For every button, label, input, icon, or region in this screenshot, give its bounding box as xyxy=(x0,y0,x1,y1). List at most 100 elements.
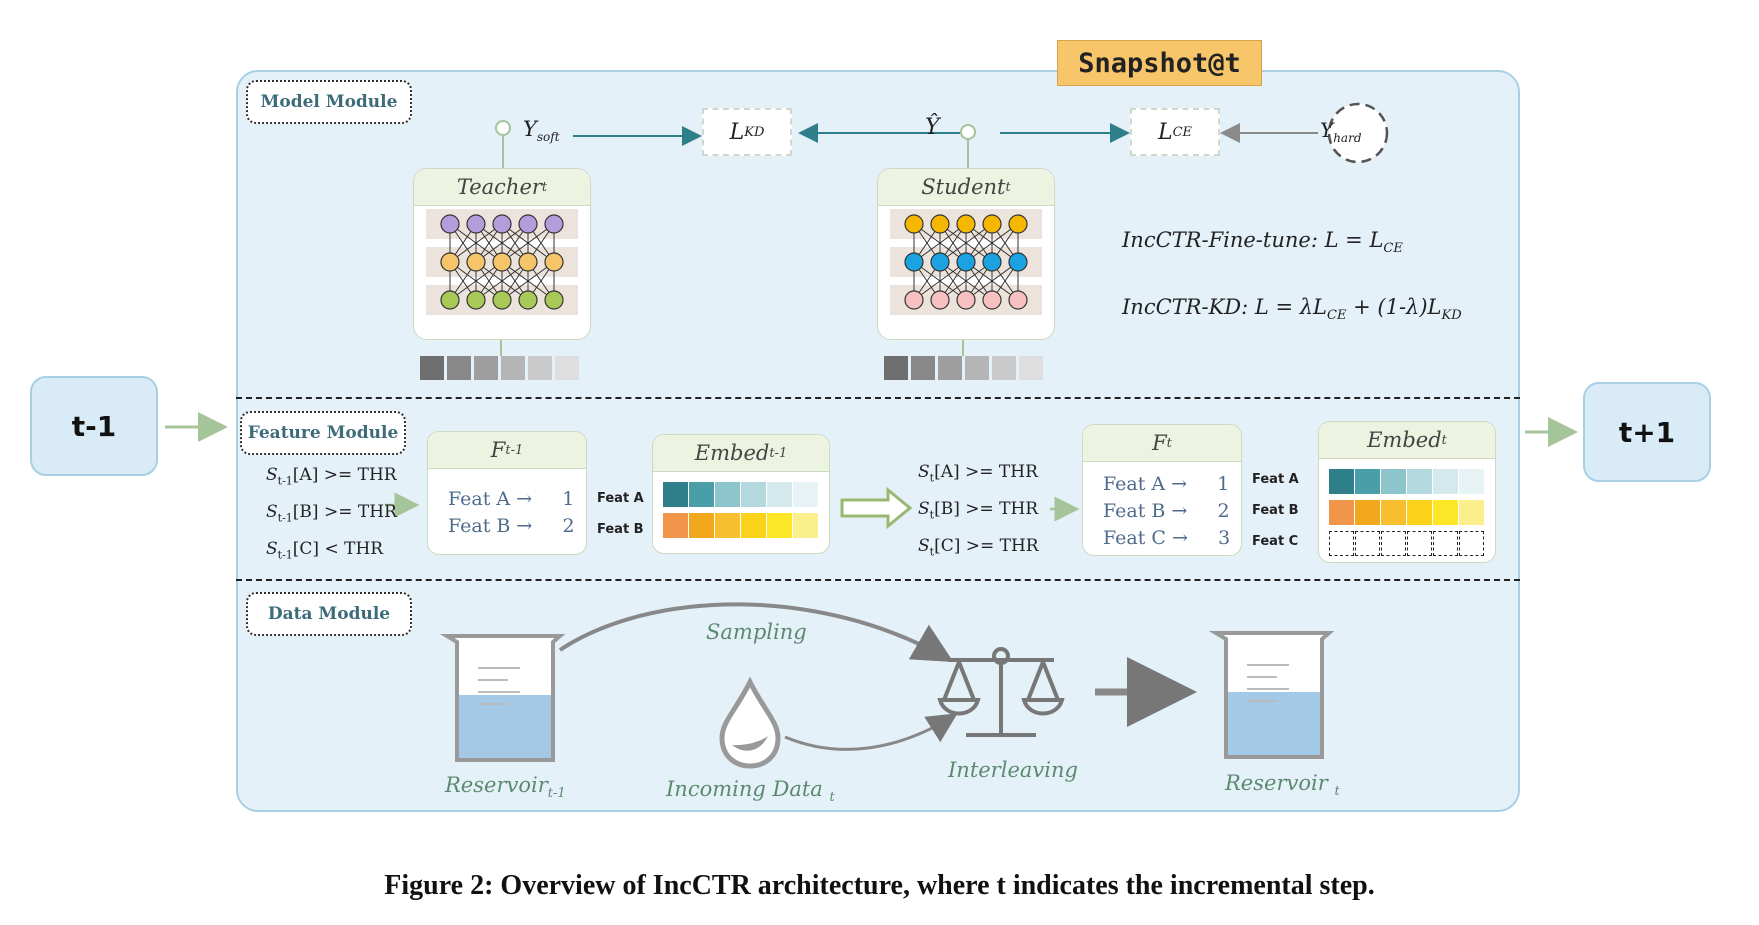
prev-embed-cell xyxy=(689,513,714,538)
teacher-neuron xyxy=(544,214,564,234)
prev-threshold-a: St-1[A] >= THR xyxy=(266,465,397,488)
student-input-cell xyxy=(938,356,962,380)
interleave-arrow xyxy=(784,713,958,751)
teacher-neuron xyxy=(518,252,538,272)
cur-threshold-c: St[C] >= THR xyxy=(918,536,1039,559)
prev-embed-cell xyxy=(715,482,740,507)
cur-embed-cell xyxy=(1381,500,1406,525)
cur-embed-cell xyxy=(1407,531,1432,556)
student-neuron xyxy=(956,290,976,310)
reservoir-prev-label: Reservoirt-1 xyxy=(445,773,566,802)
embed-cur-row-label-c: Feat C xyxy=(1252,534,1299,549)
y-hard-label: Yhard xyxy=(1320,118,1362,145)
student-input-stem xyxy=(962,340,964,356)
interleaving-scale-icon xyxy=(937,647,1065,737)
student-neuron xyxy=(904,214,924,234)
module-divider-top xyxy=(236,397,1520,399)
student-connection xyxy=(965,223,1019,263)
student-neuron xyxy=(1008,290,1028,310)
cur-embed-cell xyxy=(1355,469,1380,494)
f-cur-row-a: Feat A → 1 xyxy=(1103,473,1230,495)
student-input-cell xyxy=(965,356,989,380)
cur-embed-cell xyxy=(1381,531,1406,556)
cur-threshold-b: St[B] >= THR xyxy=(918,499,1039,522)
cur-embed-cell xyxy=(1433,469,1458,494)
student-connection xyxy=(939,261,993,301)
cur-embed-cell xyxy=(1329,531,1354,556)
cur-threshold-list: St[A] >= THR St[B] >= THR St[C] >= THR xyxy=(918,462,1039,573)
figure-caption: Figure 2: Overview of IncCTR architectur… xyxy=(384,870,1375,901)
cur-embed-cell xyxy=(1407,500,1432,525)
embed-cur-row-label-b: Feat B xyxy=(1252,503,1299,518)
module-divider-bottom xyxy=(236,579,1520,581)
embed-prev-row-label-b: Feat B xyxy=(597,522,644,537)
student-neuron xyxy=(982,214,1002,234)
prev-embed-cell xyxy=(767,482,792,507)
student-nn-graphic xyxy=(890,209,1042,315)
student-input-cell xyxy=(992,356,1016,380)
student-neuron xyxy=(1008,252,1028,272)
cur-embed-cell xyxy=(1407,469,1432,494)
cur-embed-cell xyxy=(1433,531,1458,556)
student-neuron xyxy=(904,290,924,310)
y-soft-label: Ysoft xyxy=(523,117,560,145)
teacher-input-cell xyxy=(555,356,579,380)
prev-embed-cell xyxy=(663,513,688,538)
prev-threshold-list: St-1[A] >= THR St-1[B] >= THR St-1[C] < … xyxy=(266,465,397,576)
prev-embed-cell xyxy=(793,482,818,507)
teacher-input-stem xyxy=(500,340,502,356)
reservoir-cur-label: Reservoir t xyxy=(1225,771,1340,800)
teacher-neuron xyxy=(440,290,460,310)
student-neuron xyxy=(930,252,950,272)
prev-embed-cell xyxy=(689,482,714,507)
teacher-neuron xyxy=(492,290,512,310)
cur-embed-cell xyxy=(1459,469,1484,494)
y-hat-label: Ŷ xyxy=(925,115,940,140)
teacher-nn-graphic xyxy=(426,209,578,315)
teacher-input-cell xyxy=(501,356,525,380)
teacher-connection xyxy=(501,261,555,301)
incoming-data-label: Incoming Data t xyxy=(666,777,835,806)
cur-embed-cell xyxy=(1329,469,1354,494)
student-connection xyxy=(939,223,993,263)
snapshot-tab: Snapshot@t xyxy=(1057,40,1262,86)
student-input-cell xyxy=(1019,356,1043,380)
student-connection xyxy=(913,261,967,301)
student-neuron xyxy=(956,214,976,234)
cur-embed-cell xyxy=(1459,500,1484,525)
reservoir-cur-beaker-icon xyxy=(1208,631,1335,759)
cur-embed-cell xyxy=(1329,500,1354,525)
cur-embed-cell xyxy=(1355,500,1380,525)
formula-kd: IncCTR-KD: L = λLCE + (1-λ)LKD xyxy=(1122,295,1462,324)
cur-embed-cell xyxy=(1381,469,1406,494)
f-prev-row-a: Feat A → 1 xyxy=(448,488,575,510)
student-output-node xyxy=(960,124,976,140)
feature-transition-arrow xyxy=(840,486,913,530)
reservoir-prev-beaker-icon xyxy=(439,634,566,762)
teacher-connection xyxy=(475,223,529,263)
prev-embed-cell xyxy=(715,513,740,538)
student-neuron xyxy=(982,290,1002,310)
step-prev-box: t-1 xyxy=(30,376,158,476)
feature-module-label: Feature Module xyxy=(240,411,406,455)
teacher-neuron xyxy=(466,252,486,272)
student-input-cell xyxy=(884,356,908,380)
f-cur-row-b: Feat B → 2 xyxy=(1103,500,1230,522)
step-next-box: t+1 xyxy=(1583,382,1711,482)
teacher-neuron xyxy=(544,252,564,272)
student-neuron xyxy=(982,252,1002,272)
teacher-output-node xyxy=(495,120,511,136)
teacher-neuron xyxy=(466,214,486,234)
teacher-neuron xyxy=(518,214,538,234)
